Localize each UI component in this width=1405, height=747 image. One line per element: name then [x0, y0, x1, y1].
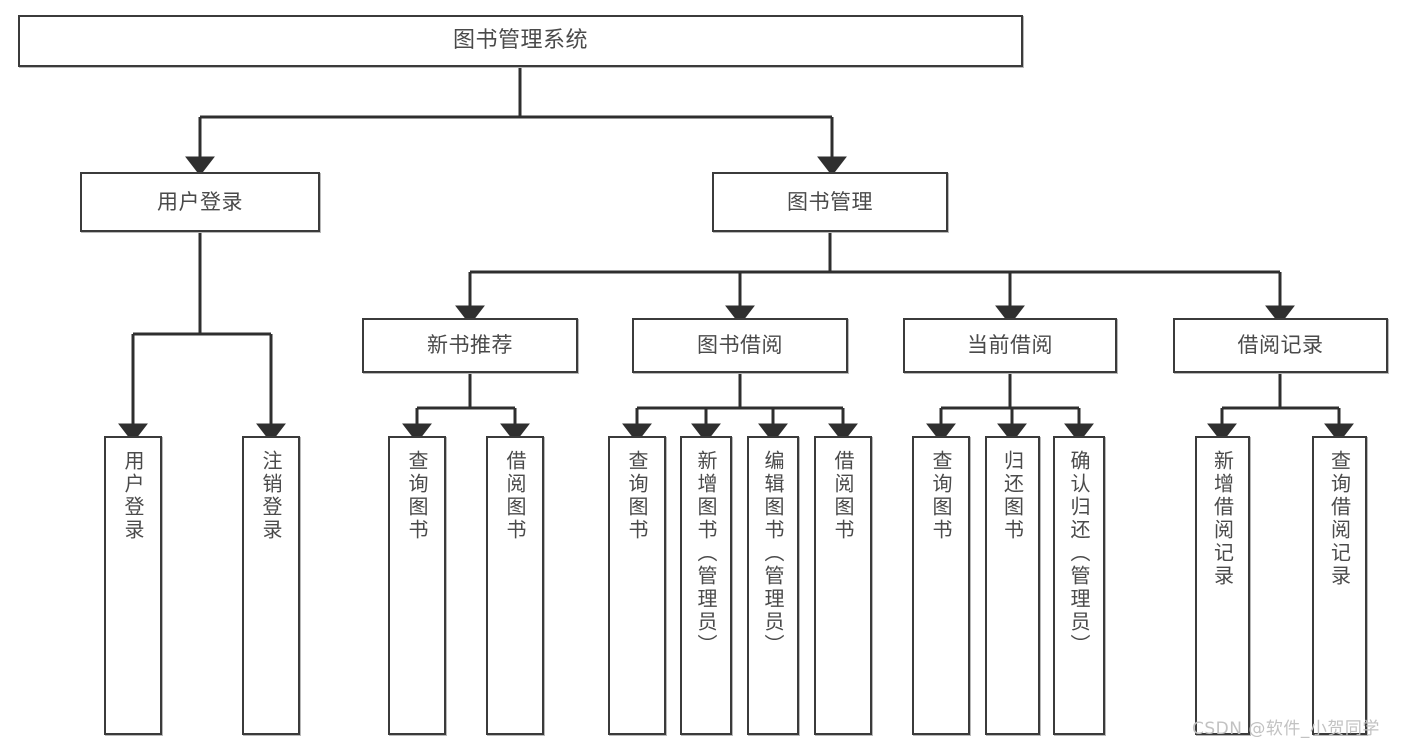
- node-label: 借阅记录: [1237, 333, 1324, 358]
- leaf-confirm-return-admin[interactable]: 确认归还（管理员）: [1053, 436, 1105, 735]
- node-label: 当前借阅: [967, 333, 1053, 358]
- node-label: 借阅图书: [831, 450, 855, 542]
- leaf-query-book-newbook[interactable]: 查询图书: [388, 436, 446, 735]
- node-book-management[interactable]: 图书管理: [712, 172, 948, 232]
- node-borrow-record[interactable]: 借阅记录: [1173, 318, 1388, 373]
- node-label: 新增图书（管理员）: [694, 450, 718, 657]
- leaf-add-borrow-record[interactable]: 新增借阅记录: [1195, 436, 1250, 735]
- leaf-edit-book-admin[interactable]: 编辑图书（管理员）: [747, 436, 799, 735]
- leaf-logout[interactable]: 注销登录: [242, 436, 300, 735]
- node-label: 用户登录: [157, 189, 243, 214]
- leaf-add-book-admin[interactable]: 新增图书（管理员）: [680, 436, 732, 735]
- leaf-borrow-book-newbook[interactable]: 借阅图书: [486, 436, 544, 735]
- node-label: 查询图书: [625, 450, 649, 542]
- node-label: 图书管理系统: [452, 28, 588, 54]
- node-current-borrow[interactable]: 当前借阅: [903, 318, 1117, 373]
- node-label: 新书推荐: [427, 333, 513, 358]
- node-label: 归还图书: [1000, 450, 1025, 542]
- csdn-watermark: CSDN @软件_小贺同学: [1192, 719, 1380, 739]
- node-label: 图书借阅: [697, 333, 783, 358]
- node-label: 查询图书: [405, 450, 429, 542]
- node-user-login[interactable]: 用户登录: [80, 172, 320, 232]
- leaf-borrow-book-borrow[interactable]: 借阅图书: [814, 436, 872, 735]
- node-label: 新增借阅记录: [1210, 450, 1235, 588]
- leaf-query-borrow-record[interactable]: 查询借阅记录: [1312, 436, 1367, 735]
- node-label: 注销登录: [259, 450, 283, 542]
- node-label: 确认归还（管理员）: [1067, 450, 1091, 657]
- node-book-borrow[interactable]: 图书借阅: [632, 318, 848, 373]
- leaf-return-book[interactable]: 归还图书: [985, 436, 1040, 735]
- node-new-book-recommend[interactable]: 新书推荐: [362, 318, 578, 373]
- node-label: 用户登录: [121, 450, 145, 542]
- node-root-system[interactable]: 图书管理系统: [18, 15, 1023, 67]
- leaf-query-book-borrow[interactable]: 查询图书: [608, 436, 666, 735]
- node-label: 编辑图书（管理员）: [761, 450, 785, 657]
- leaf-user-login[interactable]: 用户登录: [104, 436, 162, 735]
- node-label: 借阅图书: [503, 450, 527, 542]
- leaf-query-book-current[interactable]: 查询图书: [912, 436, 970, 735]
- node-label: 图书管理: [787, 189, 873, 214]
- node-label: 查询借阅记录: [1327, 450, 1352, 588]
- node-label: 查询图书: [929, 450, 953, 542]
